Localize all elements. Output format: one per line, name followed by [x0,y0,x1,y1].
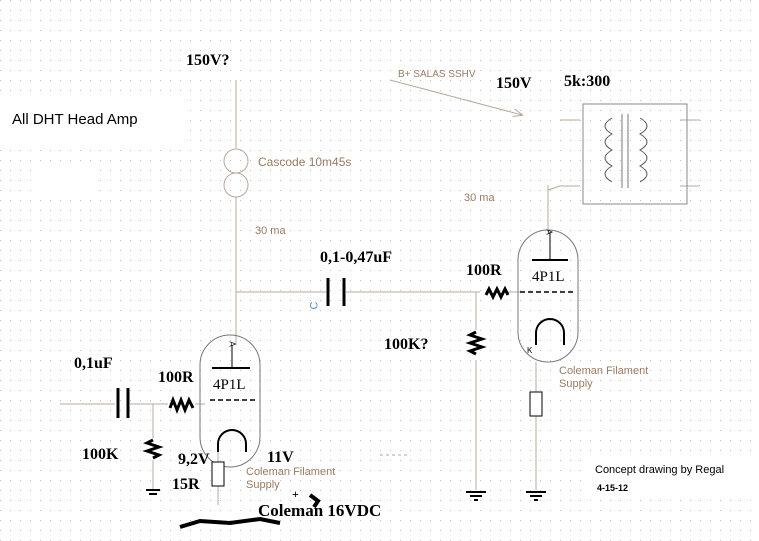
left-tube [199,334,261,468]
ground-symbols [146,489,546,501]
supply-plus-label: + [292,487,299,501]
current-right-label: 30 ma [464,192,495,204]
right-tube-name: 4P1L [532,269,565,285]
right-filament-mark: K [527,346,533,355]
input-stopper-label: 100R [158,369,194,386]
plate-voltage-label: 150V [496,75,532,92]
left-filament-label: Coleman Filament Supply [246,466,336,491]
right-anode-mark: A [544,229,554,235]
left-filament-box [211,461,225,487]
credit-line-2: 4-15-12 [597,483,629,493]
transformer-ratio-label: 5k:300 [564,73,611,90]
grid-res-label: 100K? [384,336,429,353]
bplus-label: B+ SALAS SSHV [398,69,476,80]
input-grid-res-label: 100K [82,446,119,463]
output-transformer [582,103,688,205]
right-filament-label: Coleman Filament Supply [559,365,649,390]
input-cap-label: 0,1uF [74,355,113,372]
input-capacitor [116,388,130,418]
bias-res-label: 15R [172,476,200,493]
current-left-label: 30 ma [255,225,286,237]
filament-voltage-label: 9,2V [178,451,210,468]
grid-stopper-label: 100R [466,262,502,279]
supply-label: Coleman 16VDC [258,501,382,520]
top-voltage-label: 150V? [186,52,230,69]
coupling-cap-letter: C [308,301,321,310]
supply-wiring [60,79,700,505]
current-source-label: Cascode 10m45s [258,155,352,169]
left-anode-mark: A [227,341,237,347]
diagram-title: All DHT Head Amp [12,111,138,128]
right-filament-box [529,391,543,417]
resistors [142,285,510,460]
coupling-capacitor [326,278,346,306]
v2-label: 11V [267,449,294,466]
coupling-cap-label: 0,1-0,47uF [320,249,392,266]
left-tube-name: 4P1L [213,377,246,393]
right-tube [517,229,579,363]
credit-line-1: Concept drawing by Regal [595,464,725,476]
supply-scribble [179,493,321,529]
